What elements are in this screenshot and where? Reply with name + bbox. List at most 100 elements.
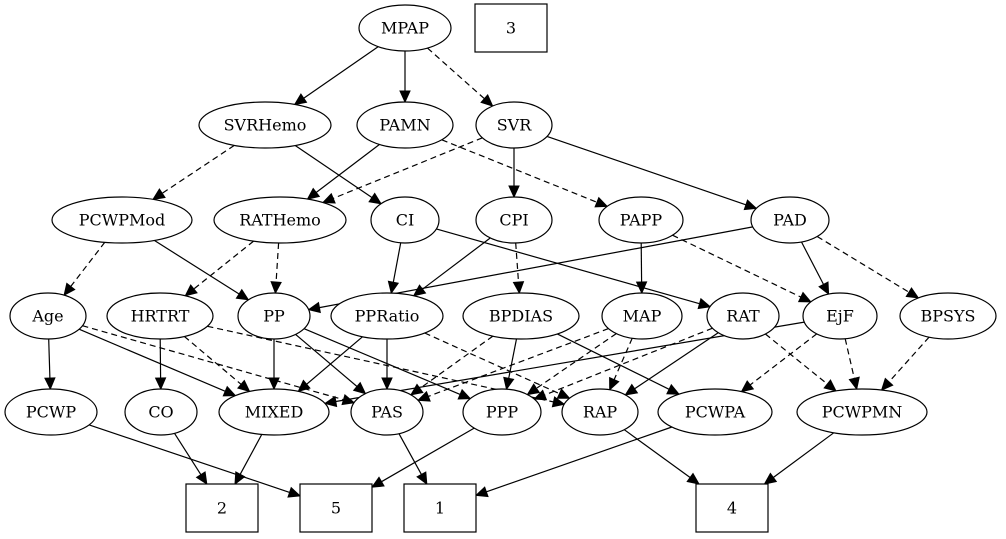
- edge-line: [428, 328, 609, 397]
- node-pcwpmn: PCWPMN: [796, 388, 928, 436]
- node-ellipse: [802, 292, 878, 340]
- arrowhead: [235, 288, 250, 301]
- arrowhead: [848, 376, 860, 391]
- node-ellipse: [350, 388, 424, 436]
- node-pamn: PAMN: [356, 101, 454, 149]
- edge-line: [48, 338, 51, 379]
- edge-svr-to-rathemo: [321, 137, 483, 204]
- node-pad: PAD: [750, 196, 830, 244]
- edge-bpdias-to-pas: [410, 335, 494, 396]
- node-ellipse: [899, 292, 997, 340]
- edge-line: [557, 333, 670, 390]
- node-svrhemo: SVRHemo: [198, 101, 332, 149]
- node-label: PPRatio: [355, 307, 420, 326]
- edge-pcwpmod-to-age: [63, 241, 106, 297]
- edge-rat-to-rap: [624, 332, 719, 396]
- node-ellipse: [475, 101, 553, 149]
- edge-line: [398, 433, 422, 475]
- edge-line: [78, 328, 226, 392]
- arrowhead: [624, 383, 639, 396]
- node-ellipse: [51, 196, 193, 244]
- edge-line: [82, 325, 344, 401]
- node-1: 1: [403, 483, 477, 533]
- edge-line: [193, 240, 254, 290]
- node-ellipse: [370, 196, 440, 244]
- edge-line: [70, 241, 106, 287]
- node-label: MPAP: [381, 19, 429, 38]
- node-box: [185, 483, 259, 533]
- node-ellipse: [462, 292, 580, 340]
- edge-line: [275, 242, 280, 283]
- arrowhead: [697, 297, 712, 310]
- edge-ejf-to-pcwpmn: [844, 338, 860, 391]
- arrowhead: [740, 380, 755, 393]
- arrowhead: [480, 93, 494, 107]
- arrowhead: [44, 377, 56, 391]
- edge-mixed-to-n2: [234, 434, 263, 486]
- edge-pp-to-ppp: [303, 328, 472, 400]
- node-ellipse: [124, 388, 198, 436]
- edge-line: [436, 228, 700, 305]
- node-rat: RAT: [706, 292, 780, 340]
- arrowhead: [797, 291, 812, 303]
- edge-cpi-to-bpdias: [512, 242, 525, 295]
- arrowhead: [370, 476, 385, 488]
- edge-line: [536, 333, 617, 389]
- edges-layer: [44, 46, 930, 498]
- arrowhead: [234, 471, 246, 486]
- edge-line: [800, 241, 825, 285]
- arrowhead: [387, 280, 400, 295]
- node-ellipse: [213, 196, 347, 244]
- node-box: [403, 483, 477, 533]
- edge-line: [294, 145, 373, 198]
- node-ellipse: [601, 292, 683, 340]
- node-label: CPI: [499, 211, 528, 230]
- arrowhead: [287, 486, 302, 498]
- node-ellipse: [237, 292, 311, 340]
- arrowhead: [743, 199, 758, 211]
- edge-svrhemo-to-ci: [294, 145, 382, 205]
- arrowhead: [594, 196, 609, 208]
- node-bpdias: BPDIAS: [462, 292, 580, 340]
- node-ellipse: [4, 388, 98, 436]
- edge-line: [623, 429, 691, 478]
- arrowhead: [416, 390, 431, 402]
- edge-line: [173, 432, 202, 476]
- edge-line: [419, 335, 494, 389]
- edge-line: [153, 239, 240, 295]
- edge-pad-to-ejf: [800, 241, 830, 296]
- edge-pad-to-bpsys: [816, 235, 920, 299]
- node-ellipse: [657, 388, 773, 436]
- node-ellipse: [356, 101, 454, 149]
- node-rathemo: RATHemo: [213, 196, 347, 244]
- node-label: PCWPMod: [79, 211, 165, 230]
- node-ejf: EjF: [802, 292, 878, 340]
- arrowhead: [666, 383, 681, 395]
- node-age: Age: [9, 292, 87, 340]
- edge-line: [441, 139, 598, 203]
- edge-line: [89, 424, 290, 493]
- edge-ejf-to-pcwpa: [740, 333, 818, 393]
- edge-line: [161, 144, 235, 194]
- arrowhead: [270, 281, 282, 295]
- arrowhead: [154, 377, 167, 391]
- edge-line: [239, 434, 263, 475]
- edge-line: [486, 426, 673, 493]
- arrowhead: [368, 192, 382, 205]
- arrowhead: [474, 486, 489, 498]
- node-label: PCWPA: [685, 403, 746, 422]
- node-ppratio: PPRatio: [330, 292, 444, 340]
- arrowhead: [905, 287, 920, 299]
- node-label: MIXED: [245, 403, 304, 422]
- node-ellipse: [106, 292, 214, 340]
- node-ellipse: [796, 388, 928, 436]
- arrowhead: [268, 377, 280, 391]
- edge-line: [844, 338, 855, 379]
- edge-line: [295, 333, 358, 387]
- node-label: BPSYS: [920, 307, 975, 326]
- node-hrtrt: HRTRT: [106, 292, 214, 340]
- node-label: CO: [148, 403, 173, 422]
- edge-line: [332, 137, 483, 199]
